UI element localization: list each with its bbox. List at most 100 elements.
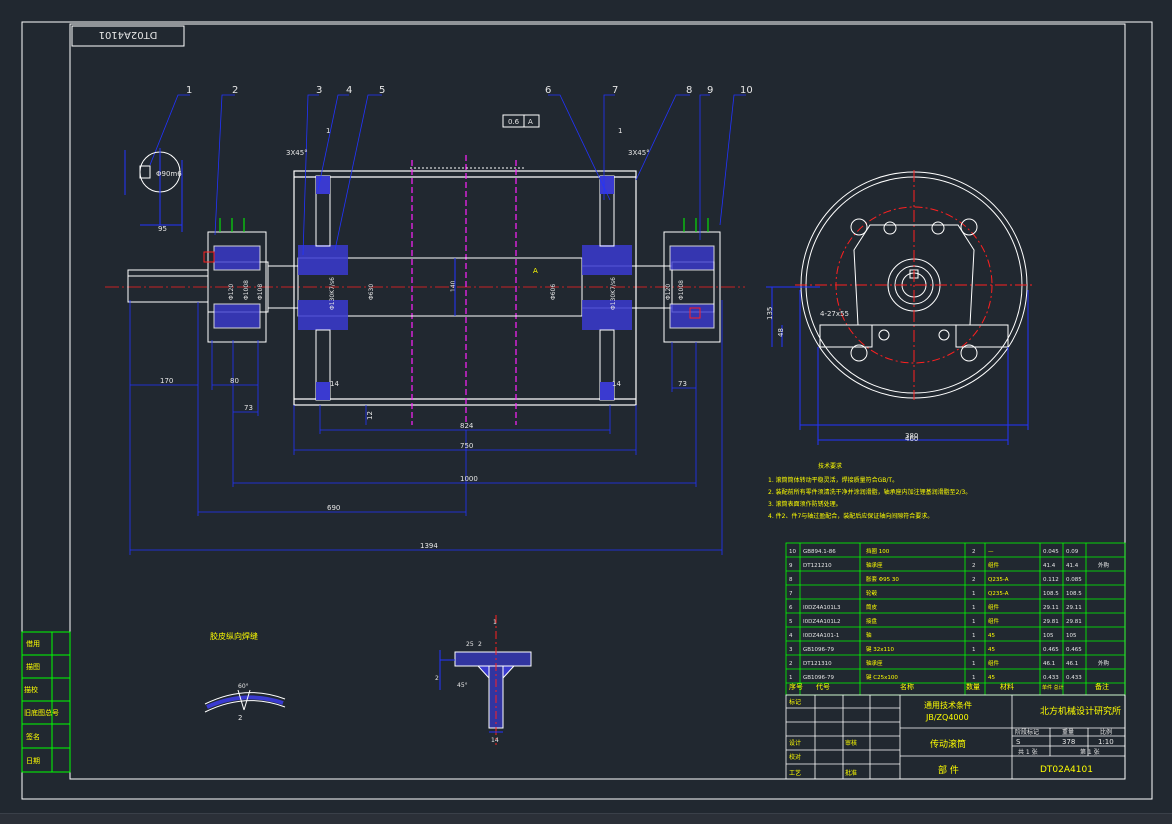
dim-824: 824 [460, 422, 474, 430]
title-block-text: 通用技术条件 JB/ZQ4000 北方机械设计研究所 传动滚筒 部 件 DT02… [924, 700, 1121, 776]
bom-cell-no: 3 [789, 647, 793, 653]
bom-cell-w2: 46.1 [1066, 661, 1078, 667]
bom-cell-w1: 0.112 [1043, 577, 1059, 583]
title-std-code: JB/ZQ4000 [925, 713, 969, 722]
note-3: 3. 滚筒表面须作防锈处理。 [768, 500, 842, 508]
bom-cell-w2: 41.4 [1066, 563, 1079, 569]
bom-cell-no: 6 [789, 605, 793, 611]
bom-cell-w1: 29.81 [1043, 619, 1059, 625]
bom-cell-name: 轴承座 [866, 561, 883, 569]
weld-45: 45° [457, 682, 468, 689]
bom-cell-material: 组件 [988, 659, 1000, 667]
diameter-labels: Φ120 Φ1008 Φ108 Φ130K7/s6 Φ630 Φ606 Φ130… [228, 277, 685, 310]
bom-cell-qty: 1 [972, 647, 976, 653]
dim-750: 750 [460, 442, 473, 450]
bom-cell-code: I0DZ4A101-1 [803, 633, 839, 639]
bom-cell-qty: 1 [972, 619, 976, 625]
roughness-b: 1 [618, 127, 622, 135]
bom-cell-name: 键 32x110 [866, 645, 895, 653]
bom-cell-code: GB894.1-86 [803, 549, 836, 555]
bom-cell-qty: 2 [972, 549, 976, 555]
svg-text:Φ606: Φ606 [550, 284, 557, 300]
balloon-1: 1 [186, 85, 192, 96]
left-strip-label: 签名 [26, 732, 40, 741]
bom-cell-w1: 0.465 [1043, 647, 1059, 653]
dimension-texts: 170 80 73 12 824 750 1000 690 1394 73 14… [160, 377, 687, 550]
role-label: 审核 [845, 739, 857, 747]
chamfer-left: 3X45° [286, 149, 308, 157]
bom-cell-material: Q235-A [988, 591, 1009, 597]
bom-cell-no: 10 [789, 549, 796, 555]
end-disc-right [582, 175, 632, 401]
seam-title: 胶皮纵向焊缝 [210, 631, 258, 641]
bom-cell-code: DT121210 [803, 563, 832, 569]
weld-top: 1 [493, 619, 497, 626]
bom-cell-name: 接盘 [866, 617, 878, 625]
seam-z: 2 [238, 714, 242, 722]
balloon-8: 8 [686, 85, 692, 96]
title-sheets: 共 1 张 [1018, 748, 1038, 756]
weld-labels: 1 25 2 45° 2 14 [435, 619, 499, 744]
dim-12: 12 [366, 411, 374, 420]
dim-1394: 1394 [420, 542, 438, 550]
bom-cell-no: 2 [789, 661, 793, 667]
title-sheet: 第 1 张 [1080, 748, 1100, 756]
svg-text:Φ1008: Φ1008 [678, 280, 685, 300]
dim-14b: 14 [612, 380, 621, 388]
tolerance-value: 0.6 [508, 118, 520, 126]
svg-text:Φ1008: Φ1008 [243, 280, 250, 300]
bom-header-weight: 单件 总计 [1042, 684, 1064, 691]
bom-table-grid [785, 542, 1126, 696]
dim-4x27: 4-27x55 [820, 310, 849, 318]
title-roles: 标记 设计 校对 审核 工艺 批准 [789, 698, 857, 777]
notes-title: 技术要求 [818, 462, 842, 470]
bearing-left [203, 218, 267, 343]
tolerance-datum: A [528, 118, 533, 126]
dim-73b: 73 [678, 380, 687, 388]
bom-cell-qty: 2 [972, 563, 976, 569]
bom-header-note: 备注 [1095, 682, 1109, 691]
bom-cell-no: 4 [789, 633, 793, 639]
bom-cell-w1: 108.5 [1043, 591, 1059, 597]
dim-140: 140 [450, 280, 457, 292]
role-label: 设计 [789, 739, 801, 747]
bom-cell-material: 组件 [988, 617, 1000, 625]
balloon-4: 4 [346, 85, 352, 96]
balloon-7: 7 [612, 85, 618, 96]
svg-text:Φ108: Φ108 [257, 284, 264, 300]
role-label: 标记 [789, 698, 801, 706]
drum-shell [293, 170, 637, 406]
bom-cell-material: — [988, 549, 994, 555]
seam-detail [204, 689, 286, 713]
weld-25: 25 [466, 641, 474, 648]
bom-cell-code: I0DZ4A101L2 [803, 619, 840, 625]
bom-cell-w2: 0.433 [1066, 675, 1082, 681]
note-1: 1. 滚筒筒体转动平稳灵活，焊接质量符合GB/T。 [768, 476, 898, 484]
title-org: 北方机械设计研究所 [1040, 705, 1121, 717]
bom-cell-w2: 29.11 [1066, 605, 1082, 611]
dim-80: 80 [230, 377, 239, 385]
bom-cell-code: GB1096-79 [803, 675, 835, 681]
bom-cell-name: 胀套 Φ95 30 [866, 575, 899, 583]
chamfer-right: 3X45° [628, 149, 650, 157]
bom-cell-w2: 0.465 [1066, 647, 1082, 653]
balloon-9: 9 [707, 85, 713, 96]
title-header-mass: 重量 [1062, 728, 1074, 736]
dim-460: 460 [905, 435, 918, 443]
title-header-scale: 比例 [1100, 728, 1112, 736]
title-block-grid [785, 694, 1126, 780]
bom-cell-w2: 0.085 [1066, 577, 1082, 583]
svg-text:Φ130K7/s6: Φ130K7/s6 [610, 277, 617, 310]
svg-text:Φ130K7/s6: Φ130K7/s6 [329, 277, 336, 310]
dim-73a: 73 [244, 404, 253, 412]
tolerance-frame [502, 114, 540, 128]
dim-shaft-dia: Φ90m6 [156, 170, 182, 178]
title-stage: S [1016, 738, 1021, 746]
key-section [124, 148, 183, 232]
bom-cell-no: 1 [789, 675, 793, 681]
bom-cell-material: 45 [988, 647, 995, 653]
bom-cell-qty: 2 [972, 577, 976, 583]
balloons: 1 2 3 4 5 6 7 8 9 10 [186, 85, 753, 96]
